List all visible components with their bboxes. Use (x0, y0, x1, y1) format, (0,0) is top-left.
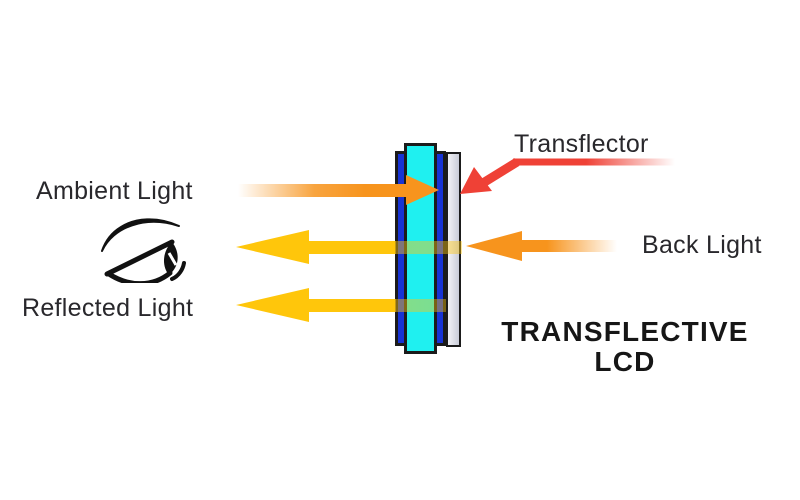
eye-icon (97, 213, 187, 288)
reflected-light-arrow-shaft (309, 299, 446, 312)
ambient-light-arrow-shaft (238, 184, 408, 197)
back-light-arrow-head (466, 231, 522, 261)
backlight-through-arrow-shaft (309, 241, 462, 254)
ambient-light-arrow-head (406, 175, 439, 205)
back-light-label: Back Light (642, 231, 762, 259)
reflected-light-label: Reflected Light (22, 294, 194, 322)
diagram-title: TRANSFLECTIVE LCD (465, 317, 785, 377)
reflected-light-arrow-head (236, 288, 309, 322)
back-light-arrow-shaft (522, 240, 622, 252)
diagram-title-line2: LCD (594, 346, 656, 377)
diagram-title-line1: TRANSFLECTIVE (501, 316, 749, 347)
ambient-light-label: Ambient Light (36, 177, 193, 205)
backlight-through-arrow-head (236, 230, 309, 264)
transflector-label: Transflector (514, 130, 649, 158)
transflector-pointer-arrow (455, 150, 685, 210)
